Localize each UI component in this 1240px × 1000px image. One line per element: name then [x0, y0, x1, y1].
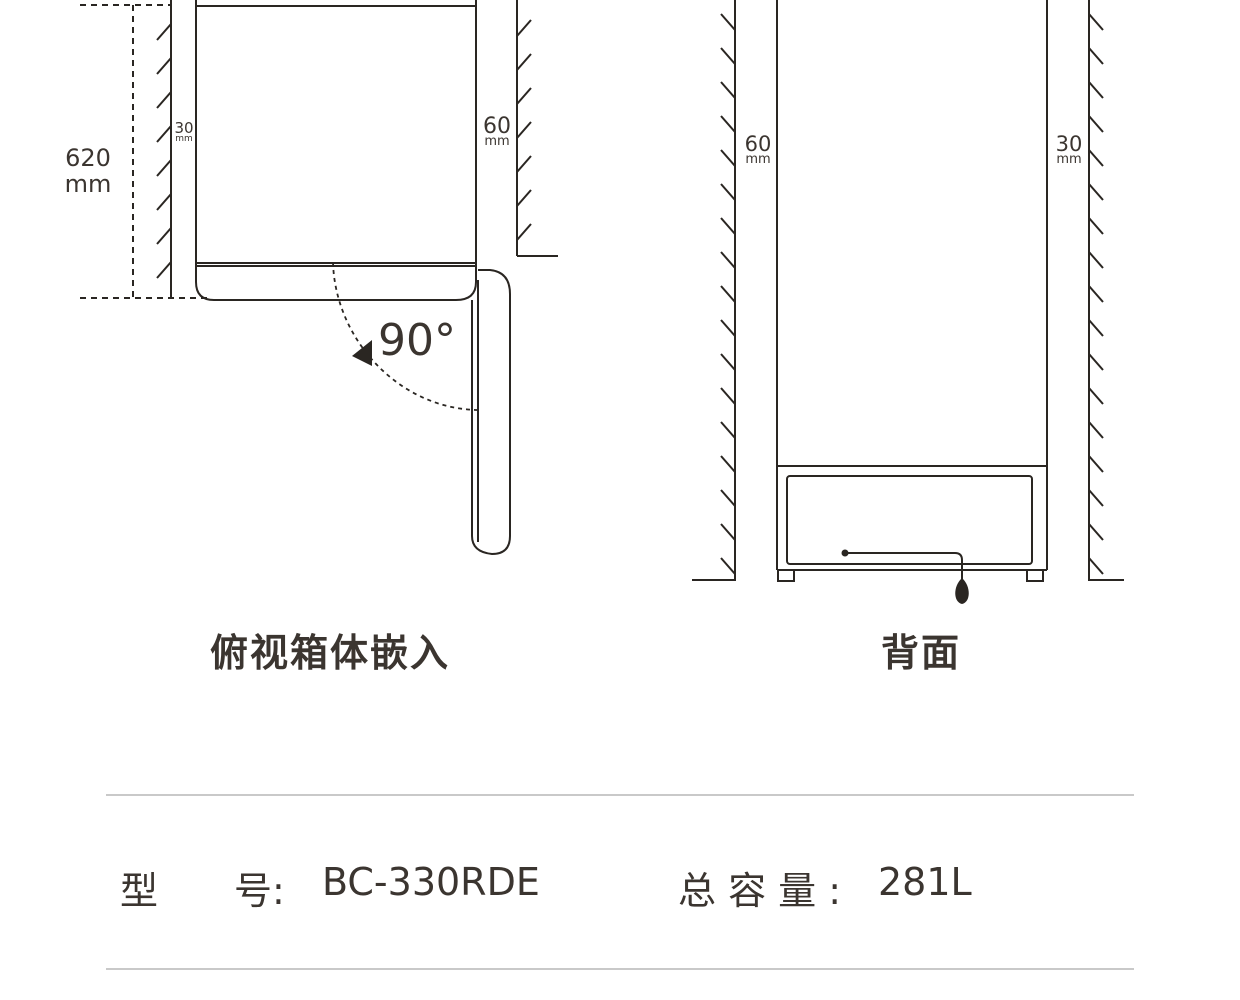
hatch-mark [1088, 149, 1104, 167]
spec-divider-bottom [106, 968, 1134, 970]
top-view-drawing [80, 0, 558, 556]
door-angle-label: 90° [378, 315, 456, 366]
hatch-mark [720, 183, 736, 201]
back-view-left-wall-hatch [720, 13, 736, 575]
hatch-mark [1088, 387, 1104, 405]
hatch-mark [1088, 455, 1104, 473]
back-view-caption: 背面 [881, 631, 962, 675]
back-left-gap-unit: mm [745, 152, 770, 167]
fridge-door-closed [195, 265, 477, 301]
hatch-mark [1088, 183, 1104, 201]
hatch-mark [1088, 353, 1104, 371]
top-left-gap-value: 30 [174, 119, 193, 137]
hatch-mark [720, 81, 736, 99]
capacity-label: 总 容 量 : [678, 869, 842, 913]
hatch-mark [1088, 81, 1104, 99]
hatch-mark [1088, 523, 1104, 541]
hatch-mark [156, 23, 172, 41]
hatch-mark [1088, 421, 1104, 439]
power-cord [845, 552, 963, 590]
hatch-mark [720, 319, 736, 337]
hatch-mark [516, 155, 532, 173]
top-right-gap-unit: mm [484, 134, 509, 149]
model-label: 型 号: [120, 869, 285, 913]
back-right-gap-value: 30 [1056, 132, 1083, 156]
back-view-drawing [692, 0, 1124, 590]
hatch-mark [720, 115, 736, 133]
top-right-gap-value: 60 [483, 114, 511, 139]
hatch-mark [720, 149, 736, 167]
hatch-mark [720, 489, 736, 507]
hatch-mark [1088, 251, 1104, 269]
hatch-mark [156, 57, 172, 75]
hatch-mark [720, 353, 736, 371]
hatch-mark [720, 285, 736, 303]
hatch-mark [1088, 557, 1104, 575]
top-view-caption: 俯视箱体嵌入 [210, 631, 451, 675]
hatch-mark [516, 19, 532, 37]
hatch-mark [1088, 319, 1104, 337]
model-value: BC-330RDE [322, 860, 540, 904]
hatch-mark [156, 261, 172, 279]
hatch-mark [1088, 13, 1104, 31]
hatch-mark [516, 53, 532, 71]
hatch-mark [516, 189, 532, 207]
power-plug-icon [955, 578, 969, 604]
hatch-mark [720, 557, 736, 575]
top-view-right-wall-hatch [516, 19, 532, 241]
fridge-foot-right [1026, 569, 1044, 582]
hatch-mark [1088, 217, 1104, 235]
back-left-gap-value: 60 [745, 132, 772, 156]
hatch-mark [720, 13, 736, 31]
depth-value: 620 [65, 144, 111, 172]
hatch-mark [1088, 47, 1104, 65]
hatch-mark [1088, 115, 1104, 133]
top-view-left-wall-hatch [156, 23, 172, 279]
door-swing-arc [332, 261, 481, 411]
hatch-mark [156, 125, 172, 143]
installation-diagram: 620 mm 30 mm 60 mm 90° 60 mm 30 mm [65, 0, 1124, 604]
hatch-mark [516, 121, 532, 139]
capacity-value: 281L [878, 860, 972, 904]
hatch-mark [720, 217, 736, 235]
hatch-mark [1088, 285, 1104, 303]
hatch-mark [720, 251, 736, 269]
hatch-mark [720, 523, 736, 541]
hatch-mark [720, 387, 736, 405]
back-view-right-wall-hatch [1088, 13, 1104, 575]
hatch-mark [720, 421, 736, 439]
hatch-mark [156, 91, 172, 109]
back-right-gap-unit: mm [1056, 152, 1081, 167]
compressor-panel [786, 475, 1033, 565]
depth-unit: mm [65, 170, 112, 198]
hatch-mark [156, 193, 172, 211]
hatch-mark [516, 223, 532, 241]
spec-divider-top [106, 794, 1134, 796]
hatch-mark [156, 227, 172, 245]
hatch-mark [720, 455, 736, 473]
power-cord-start-dot [841, 549, 849, 557]
fridge-foot-left [777, 569, 795, 582]
hatch-mark [156, 159, 172, 177]
door-swing-arrow-icon [352, 340, 372, 366]
top-left-gap-unit: mm [175, 134, 193, 144]
hatch-mark [516, 87, 532, 105]
hatch-mark [720, 47, 736, 65]
hatch-mark [1088, 489, 1104, 507]
fridge-door-open [471, 269, 511, 556]
